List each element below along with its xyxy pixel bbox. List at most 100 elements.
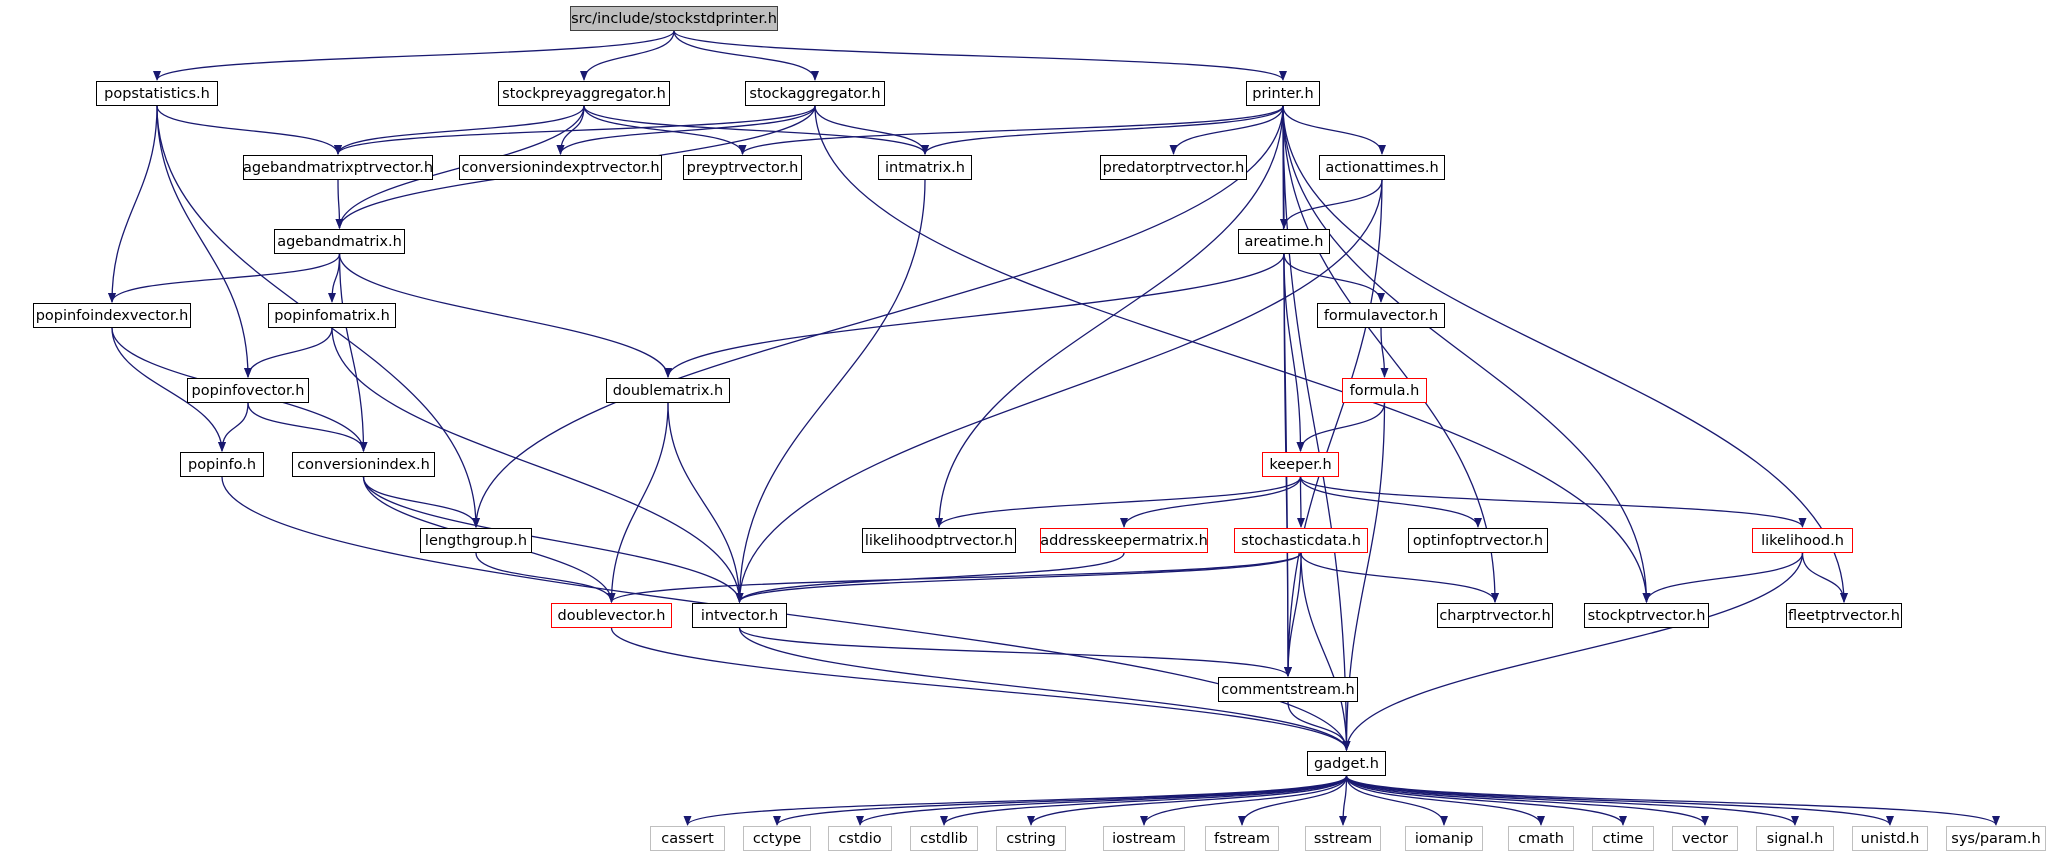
- edge-printer-to-lengthgroup: [472, 105, 1284, 528]
- edge-popinfovector-to-conversionindex: [247, 402, 368, 452]
- node-stockpreyaggregator-h[interactable]: stockpreyaggregator.h: [498, 81, 670, 106]
- edge-gadget-to-fstream: [1238, 775, 1348, 826]
- node-conversionindexptrvector-h[interactable]: conversionindexptrvector.h: [459, 155, 662, 180]
- edge-printer-to-fleetptrvector: [1282, 105, 1848, 603]
- edge-root-to-printer: [673, 30, 1287, 81]
- edge-stockpreyaggregator-to-intmatrix: [583, 105, 929, 155]
- edge-printer-to-gadget: [1282, 105, 1351, 751]
- edge-stockaggregator-to-intmatrix: [814, 105, 929, 155]
- node-conversionindex-h[interactable]: conversionindex.h: [292, 452, 435, 477]
- node-cstring: cstring: [996, 826, 1066, 851]
- node-doublevector-h[interactable]: doublevector.h: [551, 603, 672, 628]
- node-sstream: sstream: [1305, 826, 1381, 851]
- node-cstdlib: cstdlib: [910, 826, 978, 851]
- edge-stochasticdata-to-commentstream: [1284, 552, 1302, 677]
- node-stockaggregator-h[interactable]: stockaggregator.h: [745, 81, 885, 106]
- edge-printer-to-actionattimes: [1282, 105, 1386, 155]
- node-vector: vector: [1672, 826, 1738, 851]
- node-intmatrix-h[interactable]: intmatrix.h: [878, 155, 972, 180]
- edge-stockaggregator-to-conversionindexptrvector: [556, 105, 816, 155]
- edge-popstatistics-to-popinfovector: [156, 105, 252, 378]
- node-intvector-h[interactable]: intvector.h: [692, 603, 787, 628]
- node-likelihoodptrvector-h[interactable]: likelihoodptrvector.h: [862, 528, 1016, 553]
- node-formulavector-h[interactable]: formulavector.h: [1317, 303, 1445, 328]
- edge-keeper-to-likelihoodptrvector: [935, 476, 1302, 528]
- node-cmath: cmath: [1508, 826, 1574, 851]
- edge-stochasticdata-to-doublevector: [607, 552, 1302, 603]
- edge-conversionindex-to-lengthgroup: [362, 476, 480, 528]
- edge-printer-to-likelihoodptrvector: [935, 105, 1284, 528]
- edge-popstatistics-to-agebandmatrixptrvector: [156, 105, 342, 155]
- edge-agebandmatrix-to-doublematrix: [338, 253, 672, 378]
- node-predatorptrvector-h[interactable]: predatorptrvector.h: [1100, 155, 1247, 180]
- edge-agebandmatrix-to-popinfoindexvector: [108, 253, 341, 303]
- edge-intvector-to-gadget: [738, 627, 1351, 751]
- edge-root-to-stockpreyaggregator: [580, 30, 675, 81]
- edge-agebandmatrix-to-conversionindex: [338, 253, 368, 452]
- node-charptrvector-h[interactable]: charptrvector.h: [1437, 603, 1553, 628]
- node-formula-h[interactable]: formula.h: [1342, 378, 1427, 403]
- node-areatime-h[interactable]: areatime.h: [1238, 229, 1330, 254]
- node-stochasticdata-h[interactable]: stochasticdata.h: [1234, 528, 1368, 553]
- edge-keeper-to-likelihood: [1299, 476, 1807, 528]
- node-popinfovector-h[interactable]: popinfovector.h: [187, 378, 309, 403]
- node-likelihood-h[interactable]: likelihood.h: [1752, 528, 1853, 553]
- edge-agebandmatrixptrvector-to-agebandmatrix: [335, 179, 344, 229]
- node-preyptrvector-h[interactable]: preyptrvector.h: [683, 155, 802, 180]
- edge-commentstream-to-gadget: [1287, 701, 1351, 751]
- edge-printer-to-preyptrvector: [738, 105, 1284, 155]
- node-signal-h: signal.h: [1756, 826, 1834, 851]
- edge-popstatistics-to-popinfoindexvector: [108, 105, 158, 303]
- node-commentstream-h[interactable]: commentstream.h: [1218, 677, 1358, 702]
- node-addresskeepermatrix-h[interactable]: addresskeepermatrix.h: [1040, 528, 1208, 553]
- node-sys-param-h: sys/param.h: [1946, 826, 2046, 851]
- edge-stockaggregator-to-stockptrvector: [814, 105, 1651, 603]
- edge-gadget-to-signal_h: [1345, 775, 1799, 826]
- node-popinfomatrix-h[interactable]: popinfomatrix.h: [268, 303, 396, 328]
- edge-popinfoindexvector-to-popinfo: [111, 327, 226, 452]
- node-stockptrvector-h[interactable]: stockptrvector.h: [1584, 603, 1709, 628]
- node-fleetptrvector-h[interactable]: fleetptrvector.h: [1786, 603, 1902, 628]
- node-popinfo-h[interactable]: popinfo.h: [180, 452, 264, 477]
- node-unistd-h: unistd.h: [1852, 826, 1928, 851]
- node-popstatistics-h[interactable]: popstatistics.h: [96, 81, 218, 106]
- edge-addresskeepermatrix-to-intvector: [735, 552, 1125, 603]
- edge-keeper-to-stochasticdata: [1296, 476, 1305, 528]
- edge-gadget-to-cmath: [1345, 775, 1545, 826]
- edge-doublevector-to-gadget: [610, 627, 1351, 751]
- node-gadget-h[interactable]: gadget.h: [1307, 751, 1386, 776]
- node-cassert: cassert: [650, 826, 725, 851]
- node-agebandmatrix-h[interactable]: agebandmatrix.h: [274, 229, 405, 254]
- node-lengthgroup-h[interactable]: lengthgroup.h: [420, 528, 532, 553]
- edge-gadget-to-iostream: [1140, 775, 1348, 826]
- node-keeper-h[interactable]: keeper.h: [1262, 452, 1339, 477]
- node-actionattimes-h[interactable]: actionattimes.h: [1319, 155, 1445, 180]
- edge-intvector-to-commentstream: [738, 627, 1292, 677]
- edge-doublematrix-to-doublevector: [607, 402, 669, 603]
- edge-actionattimes-to-areatime: [1280, 179, 1383, 229]
- node-popinfoindexvector-h[interactable]: popinfoindexvector.h: [33, 303, 191, 328]
- node-stockstdprinter-h: src/include/stockstdprinter.h: [570, 6, 778, 31]
- edge-areatime-to-keeper: [1283, 253, 1305, 452]
- node-printer-h[interactable]: printer.h: [1246, 81, 1320, 106]
- edge-likelihood-to-fleetptrvector: [1801, 552, 1848, 603]
- edge-keeper-to-addresskeepermatrix: [1120, 476, 1302, 528]
- edge-stochasticdata-to-intvector: [735, 552, 1302, 603]
- node-doublematrix-h[interactable]: doublematrix.h: [606, 378, 730, 403]
- edge-gadget-to-iomanip: [1345, 775, 1448, 826]
- edge-stochasticdata-to-gadget: [1300, 552, 1351, 751]
- edge-gadget-to-cctype: [773, 775, 1348, 826]
- node-optinfoptrvector-h[interactable]: optinfoptrvector.h: [1408, 528, 1548, 553]
- edge-gadget-to-ctime: [1345, 775, 1627, 826]
- edge-conversionindex-to-intvector: [362, 476, 744, 603]
- edge-printer-to-stockptrvector: [1282, 105, 1651, 603]
- edge-likelihood-to-stockptrvector: [1642, 552, 1804, 603]
- node-ctime: ctime: [1592, 826, 1654, 851]
- node-agebandmatrixptrvector-h[interactable]: agebandmatrixptrvector.h: [243, 155, 433, 180]
- edge-keeper-to-optinfoptrvector: [1299, 476, 1482, 528]
- edge-gadget-to-cstdio: [856, 775, 1348, 826]
- edge-gadget-to-cassert: [683, 775, 1348, 826]
- edge-gadget-to-sstream: [1339, 775, 1348, 826]
